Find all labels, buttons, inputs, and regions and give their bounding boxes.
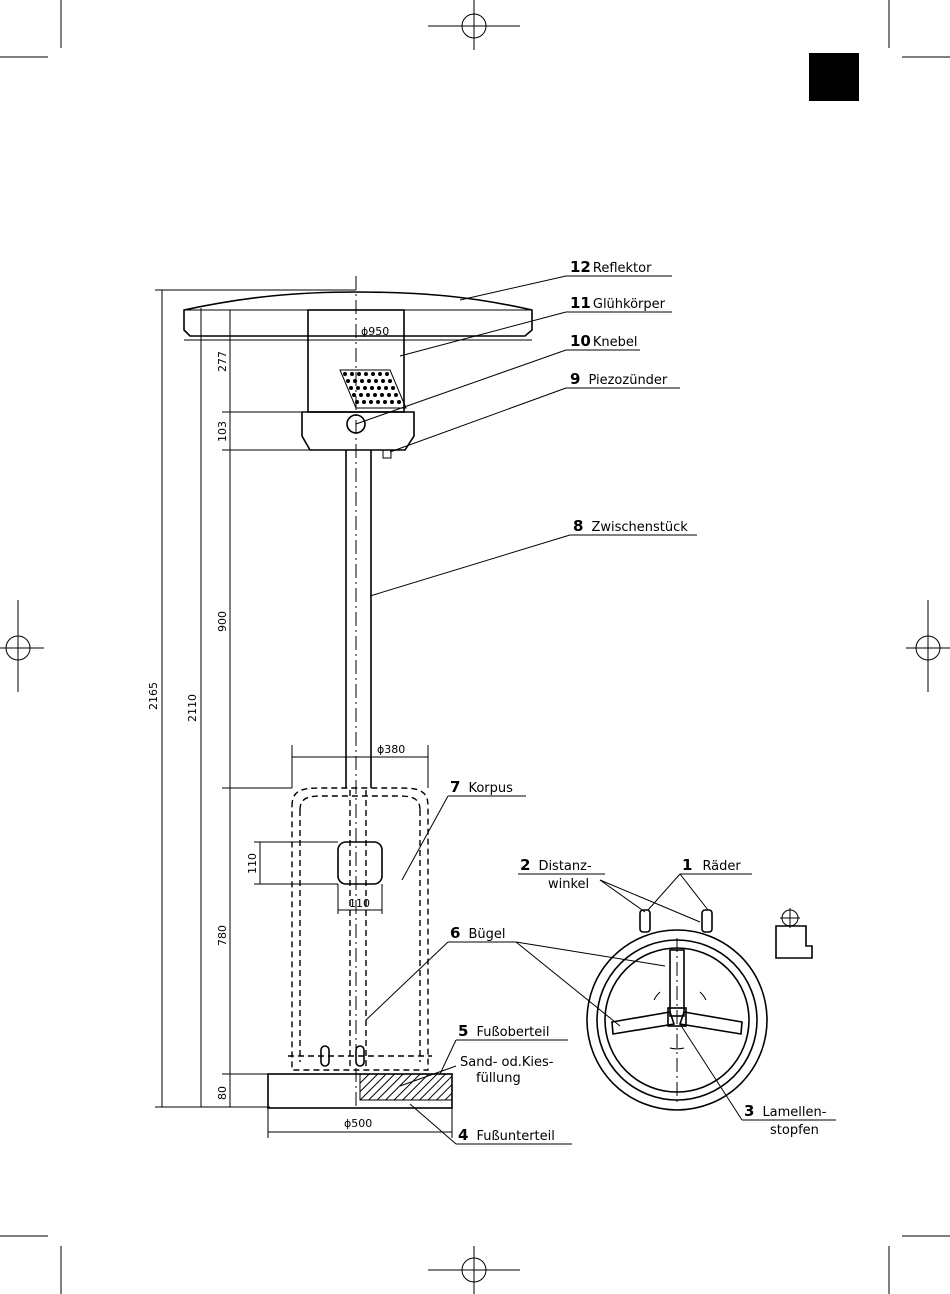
dim-body-780: 780 — [216, 925, 229, 946]
wheel-detail — [776, 908, 812, 958]
registration-mark-right — [906, 600, 950, 692]
dim-opening-vertical: 110 — [246, 853, 259, 874]
wheel-right — [702, 910, 712, 932]
pole — [346, 450, 371, 788]
foot — [268, 1074, 452, 1108]
registration-mark-top — [428, 0, 520, 50]
glow-grid — [340, 370, 406, 408]
dim-dia-foot: ϕ500 — [344, 1117, 372, 1130]
piezo-igniter — [383, 450, 391, 458]
registration-mark-bottom — [428, 1246, 520, 1294]
dim-head-103: 103 — [216, 421, 229, 442]
dim-foot-80: 80 — [216, 1086, 229, 1100]
dim-total-height: 2165 — [147, 682, 160, 710]
dim-height-2110: 2110 — [186, 694, 199, 722]
emitter-housing — [308, 310, 406, 412]
part-label-3-line2: stopfen — [770, 1123, 819, 1138]
dim-pole-900: 900 — [216, 611, 229, 632]
wheel-left — [640, 910, 650, 932]
dim-head-277: 277 — [216, 351, 229, 372]
dim-dia-body: ϕ380 — [377, 743, 405, 756]
part-label-2-line2: winkel — [548, 877, 589, 892]
strut-right — [680, 1012, 742, 1034]
control-head — [302, 412, 414, 458]
dim-dia-reflector: ϕ950 — [361, 325, 389, 338]
strut-top — [670, 950, 684, 1016]
dim-opening-horizontal: 110 — [349, 897, 370, 910]
reflector — [184, 292, 532, 336]
body — [288, 788, 432, 1070]
fill-label-line1: Sand- od.Kies- — [460, 1055, 554, 1070]
registration-mark-left — [0, 600, 44, 692]
section-tab — [809, 53, 859, 101]
bottom-view — [587, 910, 767, 1110]
dimension-lines — [155, 290, 532, 1138]
fill-label-line2: füllung — [476, 1071, 521, 1086]
strut-left — [612, 1012, 674, 1034]
inspection-opening — [338, 842, 382, 884]
